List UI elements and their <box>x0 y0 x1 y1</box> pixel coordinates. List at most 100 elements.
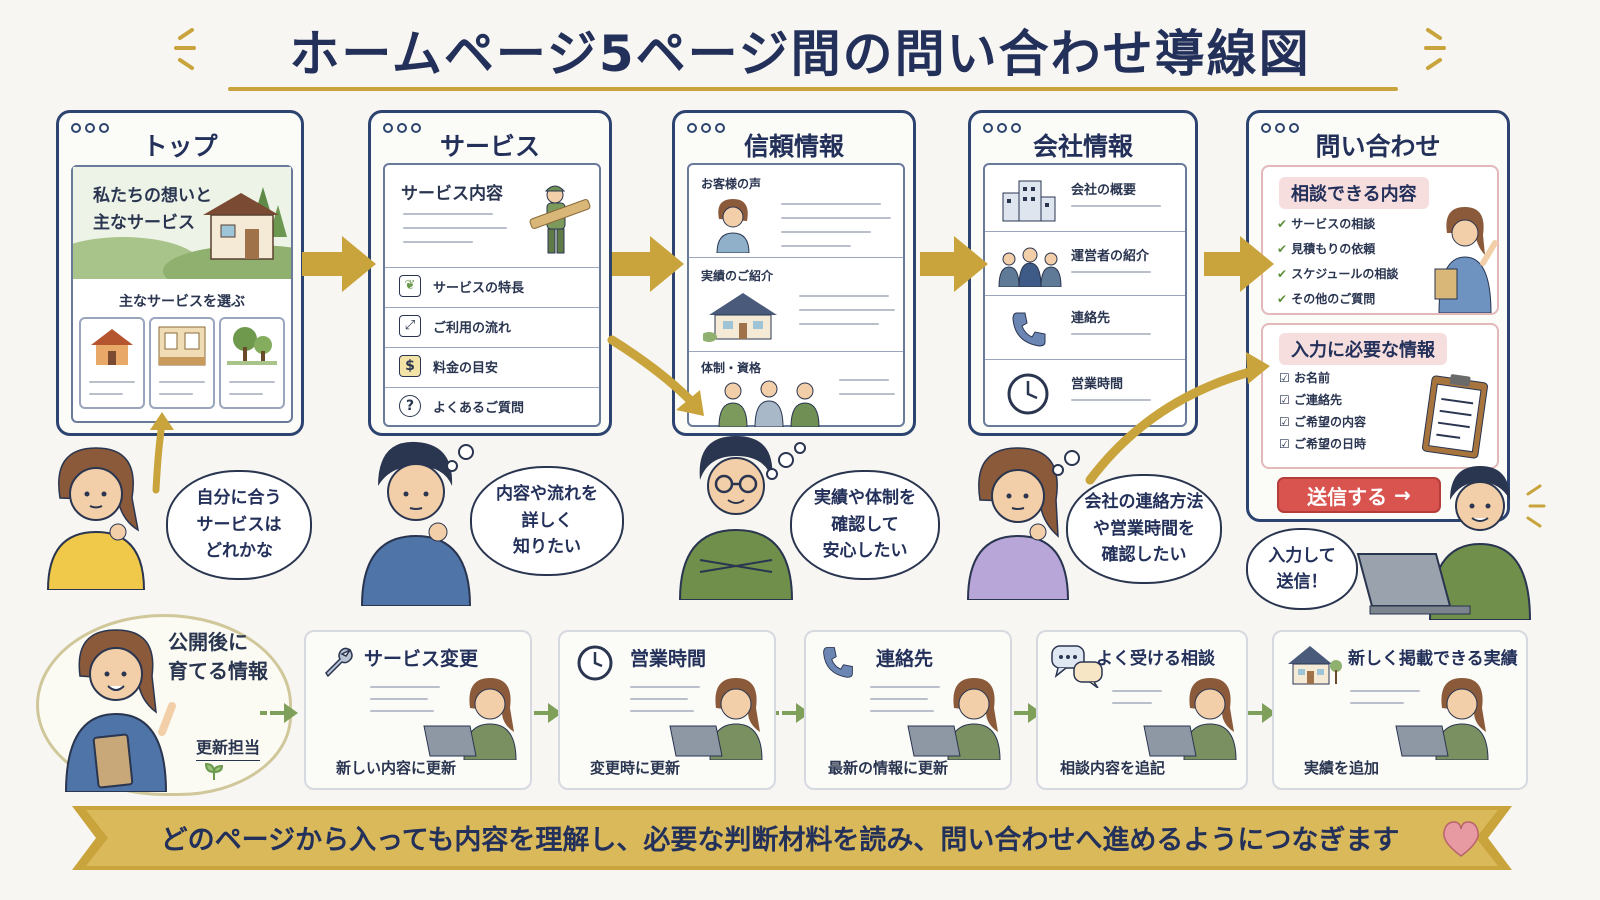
service-content-label: サービス内容 <box>401 184 503 204</box>
check-icon: ✔ <box>1277 242 1288 256</box>
worker-at-laptop <box>1143 678 1237 760</box>
worker-at-laptop <box>1395 678 1489 760</box>
sparkle-right-icon <box>1424 28 1446 70</box>
checkbox-icon: ☑ <box>1279 371 1290 385</box>
page-window-company: 会社情報 会社の概要 運営者の紹介 連絡先 <box>968 110 1198 436</box>
customer-avatar <box>716 199 750 253</box>
page-content: サービス内容 ❦ サービスの特長 ⤢ ご利用の流れ $ 料金の目安 ? よくある… <box>383 163 601 427</box>
trust-section-team: 体制・資格 <box>701 361 762 375</box>
hero-text: 私たちの想いと 主なサービス <box>93 186 212 234</box>
window-title: サービス <box>439 132 540 161</box>
update-card-results[interactable]: 新しく掲載できる実績 実績を追加 <box>1272 630 1528 790</box>
arrow-top-to-service <box>302 236 376 292</box>
update-intro-text: 公開後に 育てる情報 <box>168 630 268 683</box>
persona-woman-purple <box>966 447 1070 600</box>
phone-icon <box>1012 312 1046 347</box>
question-icon: ? <box>399 395 421 417</box>
check-icon: ✔ <box>1277 267 1288 281</box>
checkbox-icon: ☑ <box>1279 393 1290 407</box>
arrow-right-icon: → <box>1394 483 1411 507</box>
input-header: 入力に必要な情報 <box>1279 333 1447 365</box>
window-title: トップ <box>142 132 218 161</box>
company-item-operators[interactable]: 運営者の紹介 <box>985 231 1185 295</box>
thumb-card-trees[interactable] <box>219 317 285 409</box>
update-card-hours[interactable]: 営業時間 変更時に更新 <box>558 630 776 790</box>
send-button[interactable]: 送信する → <box>1277 477 1441 513</box>
page-window-service: サービス サービス内容 ❦ サービスの特長 ⤢ ご利用の流れ $ 料金の目安 ? <box>368 110 612 436</box>
clock-icon <box>1007 373 1049 415</box>
update-card-service[interactable]: サービス変更 新しい内容に更新 <box>304 630 532 790</box>
clock-icon <box>577 645 613 681</box>
page-window-top: トップ 私たちの想いと 主なサービス 主なサービスを選ぶ <box>56 110 304 436</box>
wrench-icon <box>325 647 353 678</box>
window-title: 問い合わせ <box>1315 132 1441 161</box>
checkbox-icon: ☑ <box>1279 415 1290 429</box>
worker-at-laptop <box>669 678 763 760</box>
thought-bubble-service: 内容や流れを 詳しく 知りたい <box>470 466 624 576</box>
persona-woman-yellow <box>46 447 146 590</box>
thought-bubble-top: 自分に合う サービスは どれかな <box>166 470 312 580</box>
update-card-contact[interactable]: 連絡先 最新の情報に更新 <box>804 630 1012 790</box>
persona-man-laptop <box>1356 466 1532 620</box>
team-icon <box>718 380 820 427</box>
window-dots <box>983 123 1021 133</box>
staff-woman-illustration <box>1434 207 1498 313</box>
input-panel: 入力に必要な情報 ☑ お名前 ☑ ご連絡先 ☑ ご希望の内容 ☑ ご希望の日時 <box>1261 323 1499 469</box>
phone-icon <box>823 647 853 678</box>
worker-at-laptop <box>423 678 517 760</box>
thought-bubble-company: 会社の連絡方法 や営業時間を 確認したい <box>1066 474 1222 584</box>
trust-section-voice: お客様の声 <box>701 177 762 191</box>
house-icon <box>703 293 777 342</box>
company-item-hours[interactable]: 営業時間 <box>985 359 1185 425</box>
window-dots <box>71 123 109 133</box>
window-title: 会社情報 <box>1032 132 1133 161</box>
thumb-card-house[interactable] <box>79 317 145 409</box>
trees-icon <box>227 327 277 365</box>
leaf-icon: ❦ <box>399 275 421 297</box>
trust-section-results: 実績のご紹介 <box>701 269 774 283</box>
worker-at-laptop <box>907 678 1001 760</box>
thumb-card-room[interactable] <box>149 317 215 409</box>
house-icon <box>91 329 133 365</box>
check-icon: ✔ <box>1277 292 1288 306</box>
building-icon <box>1002 180 1056 222</box>
company-item-overview[interactable]: 会社の概要 <box>985 165 1185 231</box>
dollar-icon: $ <box>399 355 421 377</box>
choose-service-label: 主なサービスを選ぶ <box>119 294 245 310</box>
company-item-contact[interactable]: 連絡先 <box>985 295 1185 359</box>
bottom-banner <box>72 806 1512 870</box>
window-dots <box>1261 123 1299 133</box>
sparkle-left-icon <box>174 28 196 70</box>
chat-icon <box>1051 645 1103 688</box>
flow-icon: ⤢ <box>399 315 421 337</box>
banner-text: どのページから入っても内容を理解し、必要な判断材料を読み、問い合わせへ進めるよう… <box>160 825 1400 856</box>
page-content: 会社の概要 運営者の紹介 連絡先 営業時間 <box>983 163 1187 427</box>
persona-man-hoodie <box>360 441 472 606</box>
page-content: お客様の声 実績のご紹介 体制・資格 <box>687 163 905 427</box>
page-window-trust: 信頼情報 お客様の声 実績のご紹介 体制・資格 <box>672 110 916 436</box>
window-dots <box>383 123 421 133</box>
heart-icon <box>1443 821 1479 857</box>
title-underline <box>228 87 1398 91</box>
page-content: 私たちの想いと 主なサービス 主なサービスを選ぶ <box>71 165 293 423</box>
clipboard-icon <box>1422 374 1488 459</box>
thought-bubble-trust: 実績や体制を 確認して 安心したい <box>790 470 940 580</box>
check-icon: ✔ <box>1277 217 1288 231</box>
consult-panel: 相談できる内容 ✔ サービスの相談 ✔ 見積もりの依頼 ✔ スケジュールの相談 … <box>1261 165 1499 315</box>
persona-updater <box>64 629 176 792</box>
window-dots <box>687 123 725 133</box>
window-title: 信頼情報 <box>743 132 844 161</box>
people-icon <box>998 247 1062 287</box>
page-title: ホームページ5ページ間の問い合わせ導線図 <box>289 25 1311 83</box>
worker-icon <box>529 185 591 254</box>
sprout-icon <box>204 762 224 780</box>
house-icon <box>1288 646 1342 685</box>
checkbox-icon: ☑ <box>1279 437 1290 451</box>
update-card-consults[interactable]: よく受ける相談 相談内容を追記 <box>1036 630 1248 790</box>
consult-header: 相談できる内容 <box>1279 177 1429 209</box>
persona-man-glasses <box>678 436 794 600</box>
room-icon <box>158 326 206 366</box>
speech-bubble-contact: 入力して 送信！ <box>1246 528 1358 610</box>
updater-label: 更新担当 <box>196 734 261 761</box>
page-window-contact: 問い合わせ 相談できる内容 ✔ サービスの相談 ✔ 見積もりの依頼 ✔ スケジュ… <box>1246 110 1510 522</box>
